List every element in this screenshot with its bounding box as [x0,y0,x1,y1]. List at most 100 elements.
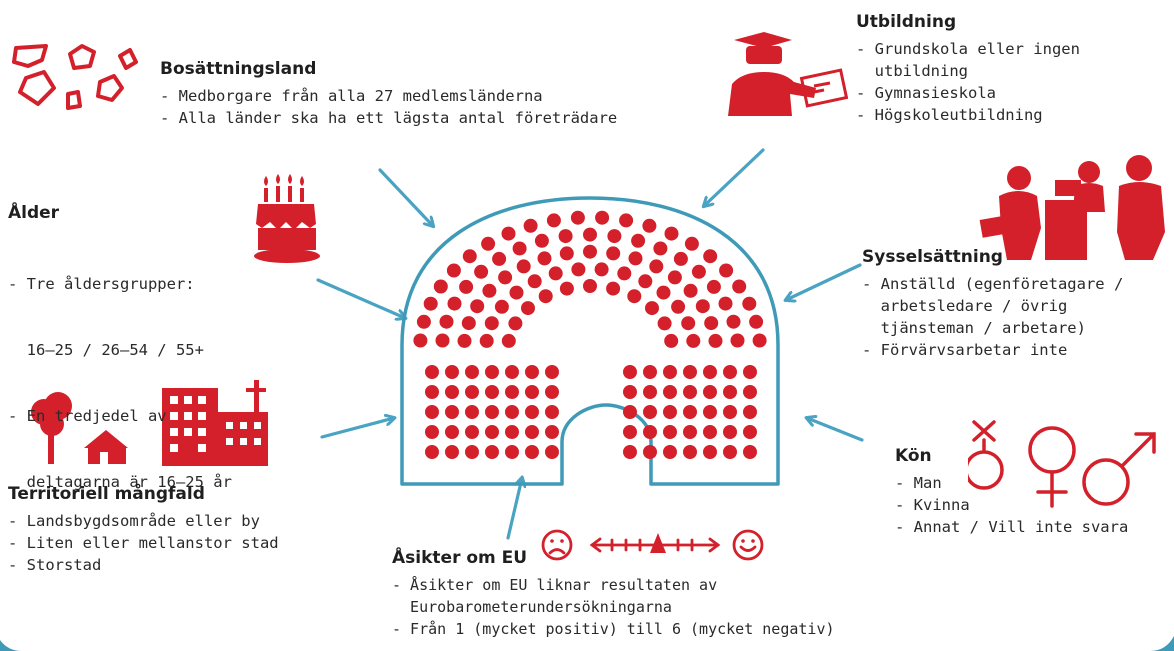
opinion-scale-icon [541,529,764,561]
seat-dot [439,314,454,329]
seat-dot [683,445,697,459]
eu-opinions-item: - Från 1 (mycket positiv) till 6 (mycket… [392,620,835,638]
seat-dot [525,385,539,399]
seat-dot [525,445,539,459]
seat-dot [606,246,621,261]
seat-dot [686,333,701,348]
education-item: - Högskoleutbildning [856,106,1043,124]
seat-dot [484,316,499,331]
seat-dot [627,289,642,304]
seat-dot [683,385,697,399]
seat-dot [743,425,757,439]
age-block: Ålder - Tre åldersgrupper: 16–25 / 26–54… [8,203,232,537]
seat-dot [465,365,479,379]
seat-dot [642,218,657,233]
seat-dot [505,365,519,379]
seat-dot [708,333,723,348]
seat-dot [643,405,657,419]
seat-dot [594,262,609,277]
seat-dot [459,279,474,294]
seat-dot [663,445,677,459]
seat-dot [525,405,539,419]
territorial-item: - Storstad [8,556,102,574]
page-corner-right [1150,636,1174,651]
eu-opinions-block: Åsikter om EU - Åsikter om EU liknar res… [392,548,835,640]
seat-dot [752,333,767,348]
seat-dot [548,266,563,281]
sad-face-icon [541,529,573,561]
seat-dot [726,314,741,329]
seat-dot [643,445,657,459]
seat-dot [446,263,461,278]
seat-dot [509,285,524,300]
residence-item: - Medborgare från alla 27 medlemsländern… [160,87,543,105]
seat-dot [656,285,671,300]
seat-dot [743,385,757,399]
seat-dot [643,385,657,399]
seat-dot [425,405,439,419]
arrow-employment [786,263,862,300]
seat-dot [723,405,737,419]
seat-dot [663,365,677,379]
seat-dot [703,249,718,264]
seat-dot [664,226,679,241]
seat-dot [485,405,499,419]
seat-dot [494,299,509,314]
territorial-title: Territoriell mångfald [8,484,205,504]
eu-opinions-item: - Åsikter om EU liknar resultaten av [392,576,718,594]
seat-dot [657,316,672,331]
seat-dot [703,425,717,439]
age-item: - Tre åldersgrupper: [8,275,195,293]
seat-dot [485,385,499,399]
seat-dot [523,218,538,233]
seat-dot [479,333,494,348]
arrow-age [316,278,405,318]
arrow-territorial [320,418,394,439]
seat-dot [723,425,737,439]
gender-title: Kön [895,446,932,466]
seat-dot [732,279,747,294]
residence-title: Bosättningsland [160,59,317,79]
seat-dot [527,274,542,289]
seat-dot [583,244,597,259]
town-and-city-icon [31,380,268,466]
seat-dot [545,425,559,439]
age-item: - En tredjedel av [8,407,167,425]
education-list: - Grundskola eller ingen utbildning - Gy… [856,38,1080,126]
page-corner-left [0,640,22,651]
seat-dot [521,301,535,316]
seat-dot [512,241,527,256]
seat-dot [663,425,677,439]
seat-dot [628,251,643,266]
seat-dot [619,213,634,228]
seat-dot [505,405,519,419]
seat-dot [623,445,637,459]
seat-dot [545,445,559,459]
birthday-cake-icon [254,174,320,263]
education-item: utbildning [856,62,968,80]
seat-dot [623,365,637,379]
seat-dot [719,263,734,278]
seat-dot [664,333,679,348]
seat-dot [413,333,428,348]
seat-dot [445,425,459,439]
employment-title: Sysselsättning [862,247,1003,267]
eu-opinions-item: Eurobarometerundersökningarna [392,598,672,616]
seat-dot [538,289,553,304]
seat-dot [525,425,539,439]
seat-dot [545,405,559,419]
seat-dot [492,251,507,266]
seat-dot [559,281,574,296]
residence-list: - Medborgare från alla 27 medlemsländern… [160,85,617,129]
seat-dot [743,445,757,459]
seat-dot [703,385,717,399]
arrow-residence [378,168,433,226]
seat-dot [623,385,637,399]
seat-dot [663,385,677,399]
seat-dot [723,445,737,459]
seat-dot [416,314,431,329]
seat-dot [425,385,439,399]
eu-opinions-title: Åsikter om EU [392,548,528,568]
seat-dot [534,233,549,248]
seat-dot [516,259,531,274]
